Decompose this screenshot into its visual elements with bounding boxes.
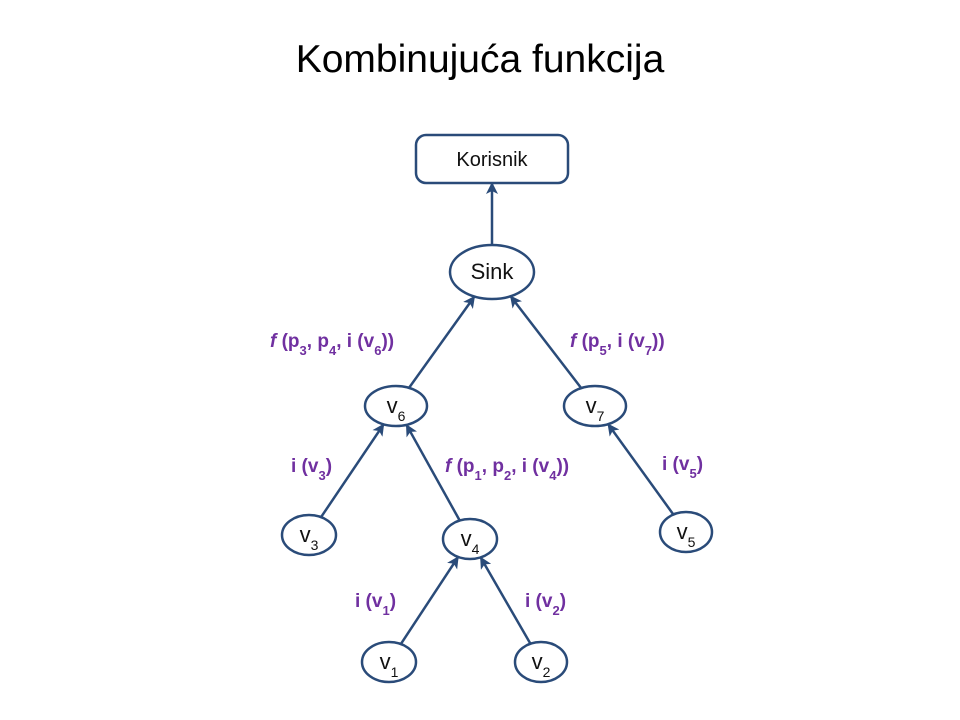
- node-sink-label: Sink: [471, 259, 515, 284]
- edge-label-v6-to-sink: f (p3, p4, i (v6)): [270, 331, 394, 358]
- edge-label-v4-to-v6: f (p1, p2, i (v4)): [445, 456, 569, 483]
- node-v5-label: v5: [677, 519, 696, 550]
- node-v3-label: v3: [300, 522, 319, 553]
- node-v2: v2: [513, 640, 569, 684]
- node-v3-shape: [280, 513, 338, 557]
- node-sink-shape: [448, 243, 536, 301]
- slide-title: Kombinujuća funkcija: [295, 38, 665, 81]
- node-v7-shape: [562, 384, 628, 428]
- node-sink: Sink: [448, 243, 536, 301]
- node-v6-shape: [363, 384, 429, 428]
- edge-v5-to-v7: [607, 423, 675, 516]
- edge-label-v3-to-v6: i (v3): [291, 456, 332, 483]
- edge-v3-to-v6: [320, 423, 385, 518]
- node-v3: v3: [280, 513, 338, 557]
- node-v7-label: v7: [586, 393, 605, 424]
- edge-label-v5-to-v7: i (v5): [662, 454, 703, 481]
- edge-v2-to-v4: [479, 556, 532, 645]
- edge-label-v7-to-sink: f (p5, i (v7)): [570, 331, 665, 358]
- node-v6: v6: [363, 384, 429, 428]
- edges-layer: [320, 182, 675, 645]
- node-v1-label: v1: [380, 649, 399, 680]
- edge-v7-to-sink: [509, 295, 583, 389]
- node-v5: v5: [658, 510, 714, 554]
- node-v1: v1: [360, 640, 418, 684]
- node-v1-shape: [360, 640, 418, 684]
- node-v4: v4: [441, 517, 499, 561]
- node-v7: v7: [562, 384, 628, 428]
- node-v6-label: v6: [387, 393, 406, 424]
- edge-label-v2-to-v4: i (v2): [525, 591, 566, 618]
- edge-label-v1-to-v4: i (v1): [355, 591, 396, 618]
- edge-v4-to-v6: [405, 423, 461, 522]
- node-korisnik-label: Korisnik: [456, 149, 528, 171]
- node-v2-label: v2: [532, 649, 551, 680]
- node-v2-shape: [513, 640, 569, 684]
- node-korisnik-shape: [414, 133, 570, 185]
- node-v4-label: v4: [461, 526, 480, 557]
- node-v4-shape: [441, 517, 499, 561]
- edge-v6-to-sink: [407, 295, 476, 389]
- node-korisnik: Korisnik: [414, 133, 570, 185]
- edge-v1-to-v4: [399, 556, 460, 645]
- node-v5-shape: [658, 510, 714, 554]
- edge-labels-layer: f (p3, p4, i (v6)) f (p5, i (v7)) i (v3) f …: [270, 331, 703, 618]
